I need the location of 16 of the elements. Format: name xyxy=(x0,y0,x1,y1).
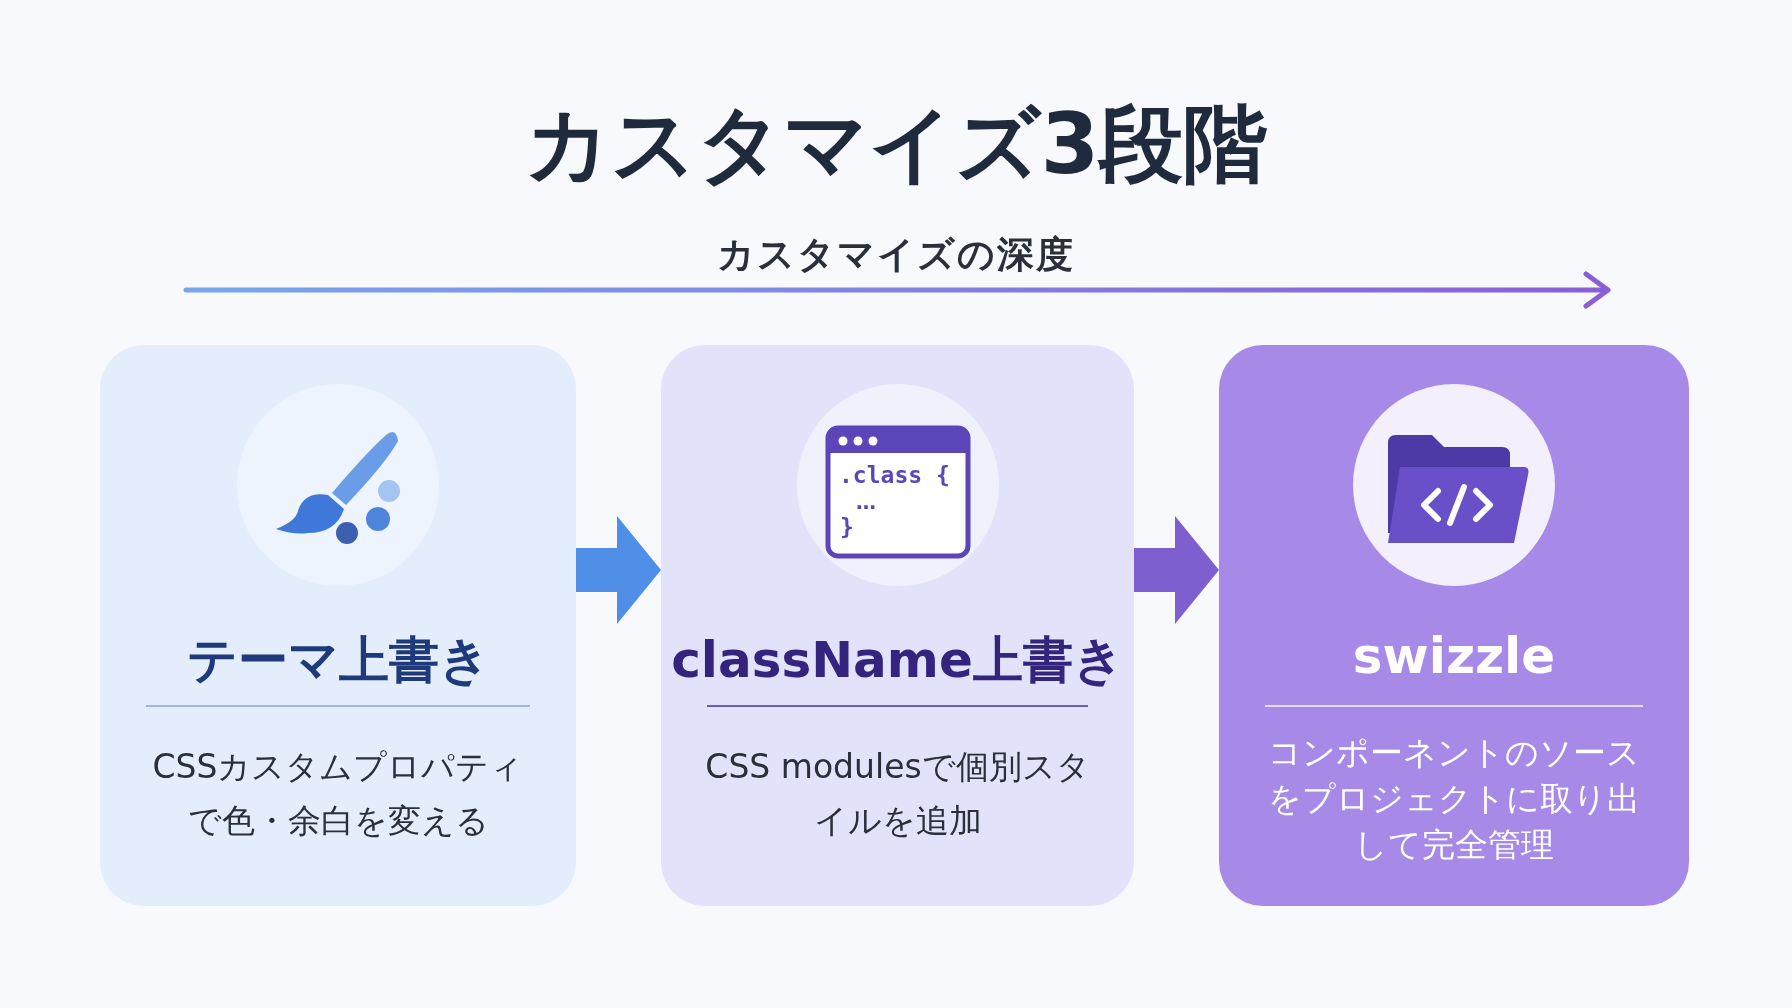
step-card xyxy=(1219,345,1689,906)
arrow xyxy=(1134,516,1219,624)
card-description: CSS modulesで個別スタイルを追加 xyxy=(704,746,1091,842)
code-text: } xyxy=(840,514,855,540)
step-card xyxy=(661,345,1134,906)
arrow xyxy=(576,516,661,624)
card-heading: swizzle xyxy=(1351,627,1557,685)
title: カスタマイズ3段階 xyxy=(523,94,1269,195)
step-card xyxy=(100,345,576,906)
card-heading: テーマ上書き xyxy=(185,630,491,691)
card-description: コンポーネントのソースをプロジェクトに取り出して完全管理 xyxy=(1267,732,1641,866)
card-heading: className上書き xyxy=(670,630,1125,691)
code-text: .class { xyxy=(839,462,951,488)
card-description: CSSカスタムプロパティで色・余白を変える xyxy=(151,746,525,842)
code-text: … xyxy=(856,490,877,514)
axis-label: カスタマイズの深度 xyxy=(716,232,1076,278)
